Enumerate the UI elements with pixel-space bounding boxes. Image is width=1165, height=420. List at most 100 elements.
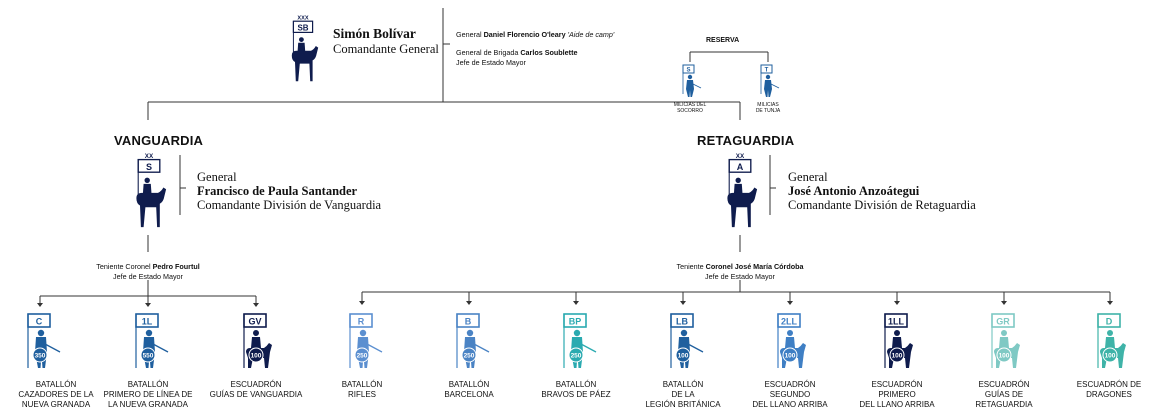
flag-code: A xyxy=(737,162,744,172)
strength-badge: 100 xyxy=(1105,353,1116,360)
unit-label-line: BRAVOS DE PÁEZ xyxy=(541,390,611,399)
cavalry-soldier-icon: 2LL 100 xyxy=(777,313,806,368)
rearguard-label: RETAGUARDIA xyxy=(697,133,795,148)
unit-label-line: PRIMERO DE LÍNEA DE xyxy=(103,390,193,399)
flag-code: SB xyxy=(297,23,308,32)
rearguard-staff-name: Coronel José María Córdoba xyxy=(705,262,804,271)
unit-label-line: DEL LLANO ARRIBA xyxy=(752,400,828,409)
unit-symbol: D 100 xyxy=(1088,308,1132,379)
flag-code: B xyxy=(465,317,472,327)
vanguard-staff-role: Jefe de Estado Mayor xyxy=(113,272,183,281)
aide-role: 'Aide de camp' xyxy=(567,30,615,39)
cavalry-soldier-icon: GR 100 xyxy=(991,313,1020,368)
vanguard-staff-name: Pedro Fourtul xyxy=(152,262,200,271)
unit-label-line: ESCUADRÓN DE xyxy=(1076,380,1142,389)
rearguard-rank: General xyxy=(788,170,828,184)
strength-badge: 100 xyxy=(251,353,262,360)
unit-label-line: LA NUEVA GRANADA xyxy=(108,400,188,409)
infantry-soldier-icon: BP 250 xyxy=(563,313,597,368)
flag-code: LB xyxy=(676,317,688,327)
chief-name: Carlos Soublette xyxy=(520,48,578,57)
vanguard-name: Francisco de Paula Santander xyxy=(197,184,358,198)
reserve-label: RESERVA xyxy=(706,37,740,44)
unit-symbol: 1L 550 xyxy=(126,308,170,379)
flag-code: R xyxy=(358,317,365,327)
unit-label-line: RIFLES xyxy=(347,390,376,399)
flag-code: C xyxy=(36,317,43,327)
vanguard-commander-block: General Francisco de Paula Santander Com… xyxy=(197,170,381,212)
flag-code: GR xyxy=(996,317,1010,327)
flag-code: 1L xyxy=(142,317,153,327)
rearguard-staff: Teniente Coronel José María Córdoba Jefe… xyxy=(640,262,840,282)
flag-code: S xyxy=(686,68,690,74)
aide-name: Daniel Florencio O'leary xyxy=(483,30,566,39)
strength-badge: 100 xyxy=(785,353,796,360)
unit-label-line: BARCELONA xyxy=(444,390,494,399)
echelon-mark: XX xyxy=(145,153,154,160)
unit-symbol: LB 100 xyxy=(661,308,705,379)
unit-label-line: BATALLÓN xyxy=(127,380,169,389)
flag-code: BP xyxy=(569,317,582,327)
militia-soldier-icon: S xyxy=(682,64,702,97)
unit-label-line: CAZADORES DE LA xyxy=(18,390,94,399)
strength-badge: 100 xyxy=(999,353,1010,360)
strength-badge: 250 xyxy=(571,353,582,360)
unit-label-line: NUEVA GRANADA xyxy=(21,400,91,409)
reserve-unit-icon: S xyxy=(678,64,702,98)
unit-label-line: LEGIÓN BRITÁNICA xyxy=(645,400,721,409)
strength-badge: 550 xyxy=(143,353,154,360)
rearguard-role: Comandante División de Retaguardia xyxy=(788,198,976,212)
chief-of-staff-line: General de Brigada Carlos Soublette xyxy=(456,48,578,57)
flag-code: T xyxy=(765,68,769,74)
strength-badge: 100 xyxy=(678,353,689,360)
vanguard-commander-icon: XX S xyxy=(131,150,167,234)
unit-symbol: BP 250 xyxy=(554,308,598,379)
vanguard-label: VANGUARDIA xyxy=(114,133,204,148)
unit-label-line: ESCUADRÓN xyxy=(230,380,282,389)
unit-symbol: 2LL 100 xyxy=(768,308,812,379)
flag-code: S xyxy=(146,162,152,172)
unit-label-line: DRAGONES xyxy=(1086,390,1132,399)
unit-label-line: BATALLÓN xyxy=(662,380,704,389)
vanguard-role: Comandante División de Vanguardia xyxy=(197,198,382,212)
unit-label-line: DE LA xyxy=(671,390,695,399)
vanguard-staff: Teniente Coronel Pedro Fourtul Jefe de E… xyxy=(58,262,238,282)
mounted-commander-icon: XXA xyxy=(727,153,758,228)
unit-label-line: ESCUADRÓN xyxy=(978,380,1030,389)
strength-badge: 100 xyxy=(892,353,903,360)
unit-label-line: RETAGUARDIA xyxy=(975,400,1033,409)
unit-label-line: BATALLÓN xyxy=(448,380,490,389)
commander-name: Simón Bolívar xyxy=(333,26,416,41)
chief-of-staff-role: Jefe de Estado Mayor xyxy=(456,58,526,67)
unit-symbol: GR 100 xyxy=(982,308,1026,379)
mounted-commander-icon: XX S xyxy=(136,153,167,228)
rearguard-commander-block: General José Antonio Anzoátegui Comandan… xyxy=(788,170,976,212)
cavalry-soldier-icon: D 100 xyxy=(1097,313,1126,368)
flag-code: 2LL xyxy=(781,317,798,327)
flag-code: D xyxy=(1106,317,1113,327)
aide-line: General Daniel Florencio O'leary 'Aide d… xyxy=(456,30,615,39)
